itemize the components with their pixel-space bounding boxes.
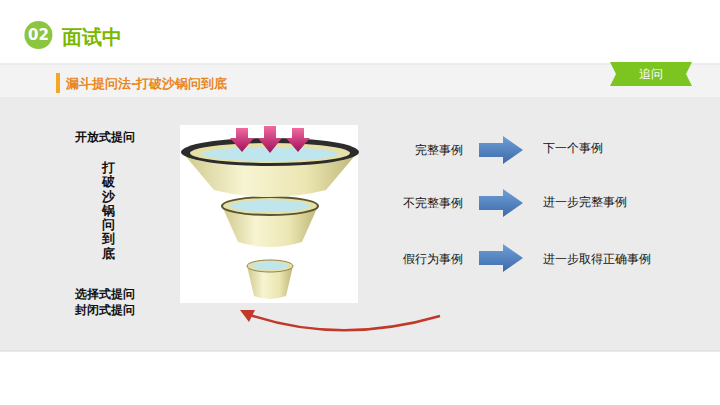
section-heading: 漏斗提问法-打破沙锅问到底: [66, 75, 227, 93]
label-text: 完整事例: [415, 142, 463, 159]
label-text: 进一步完整事例: [543, 194, 627, 211]
tab-ribbon: 追问: [610, 62, 692, 86]
label-text: 假行为事例: [403, 251, 463, 268]
page-title: 面试中: [62, 24, 122, 51]
label-text: 不完整事例: [403, 195, 463, 212]
node-text: 追问: [610, 62, 692, 86]
section-number-circle: 02: [21, 21, 56, 49]
label-text: 打破沙锅问到底: [102, 161, 115, 261]
label-text: 进一步取得正确事例: [543, 251, 651, 268]
label-text: 选择式提问 封闭式提问: [75, 286, 149, 318]
label-text: 下一个事例: [543, 140, 603, 157]
label-text: 开放式提问: [75, 129, 135, 146]
node-text: 02: [21, 21, 56, 49]
